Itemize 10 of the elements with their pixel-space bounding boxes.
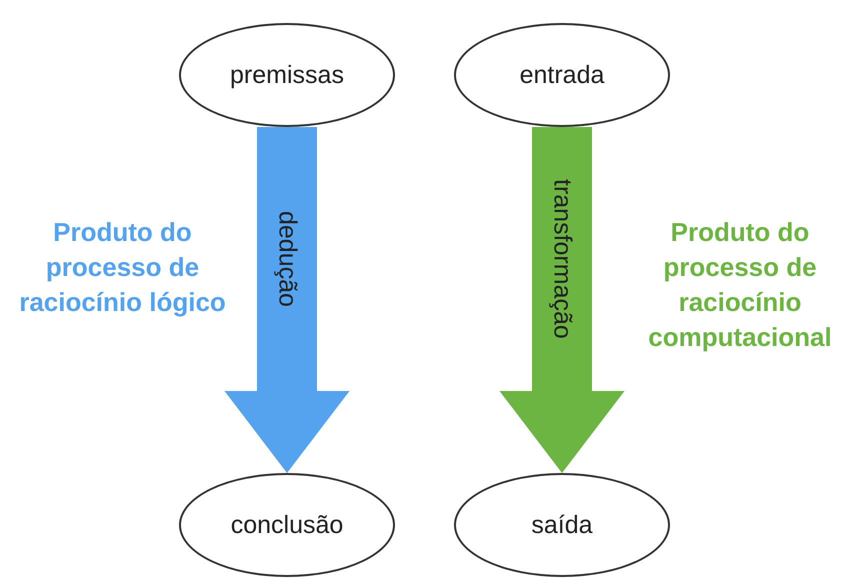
node-text: entrada (520, 60, 604, 90)
node-text: saída (531, 510, 593, 540)
edge-label: dedução (272, 211, 302, 307)
node-text: premissas (230, 60, 344, 90)
edge-label: transformação (548, 179, 576, 339)
node-text: conclusão (230, 510, 344, 540)
block-arrow (224, 127, 350, 473)
side-note: Produto do processo de raciocínio computacional (647, 216, 833, 354)
block-arrow (500, 127, 624, 473)
side-note: Produto do processo de raciocínio lógico (18, 216, 227, 319)
